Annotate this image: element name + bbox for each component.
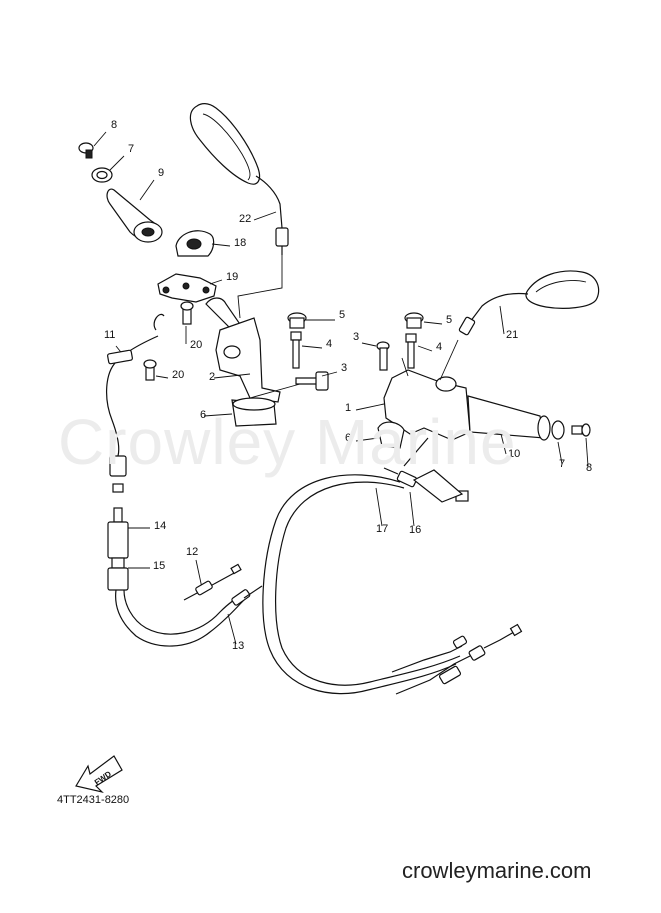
- callout-2: 2: [209, 371, 215, 383]
- callout-8: 8: [111, 119, 117, 131]
- callout-16: 16: [409, 524, 421, 536]
- callout-22: 22: [239, 213, 251, 225]
- callout-6: 6: [200, 409, 206, 421]
- callout-3: 3: [353, 331, 359, 343]
- right-mirror: [458, 270, 600, 336]
- callout-5: 5: [339, 309, 345, 321]
- center-bolts: [287, 312, 424, 371]
- leader-lines: [93, 131, 589, 645]
- callout-20: 20: [190, 339, 202, 351]
- left-lever-bracket: [143, 297, 329, 427]
- assembly-lines: [237, 255, 459, 399]
- throttle-cable: [106, 313, 263, 647]
- callout-13: 13: [232, 640, 244, 652]
- left-grip-parts: [78, 142, 217, 303]
- callout-3: 3: [341, 362, 347, 374]
- callout-9: 9: [158, 167, 164, 179]
- callout-10: 10: [508, 448, 520, 460]
- callout-7: 7: [128, 143, 134, 155]
- callout-15: 15: [153, 560, 165, 572]
- callout-17: 17: [376, 523, 388, 535]
- callout-14: 14: [154, 520, 166, 532]
- right-throttle-assembly: [377, 369, 591, 502]
- callout-21: 21: [506, 329, 518, 341]
- callout-1: 1: [345, 402, 351, 414]
- callout-18: 18: [234, 237, 246, 249]
- footer-website: crowleymarine.com: [402, 858, 592, 883]
- cable-12: [183, 563, 242, 601]
- diagram-part-code: 4TT2431-8280: [57, 794, 130, 806]
- callout-4: 4: [326, 338, 332, 350]
- callout-19: 19: [226, 271, 238, 283]
- callout-12: 12: [186, 546, 198, 558]
- callout-4: 4: [436, 341, 442, 353]
- fwd-arrow-icon: FWD: [75, 755, 123, 794]
- left-mirror: [189, 103, 289, 255]
- callout-11: 11: [104, 329, 115, 341]
- callout-20: 20: [172, 369, 184, 381]
- callout-5: 5: [446, 314, 452, 326]
- callout-7: 7: [559, 458, 565, 470]
- cable-loop: [262, 437, 523, 695]
- callout-8: 8: [586, 462, 592, 474]
- callout-6: 6: [345, 432, 351, 444]
